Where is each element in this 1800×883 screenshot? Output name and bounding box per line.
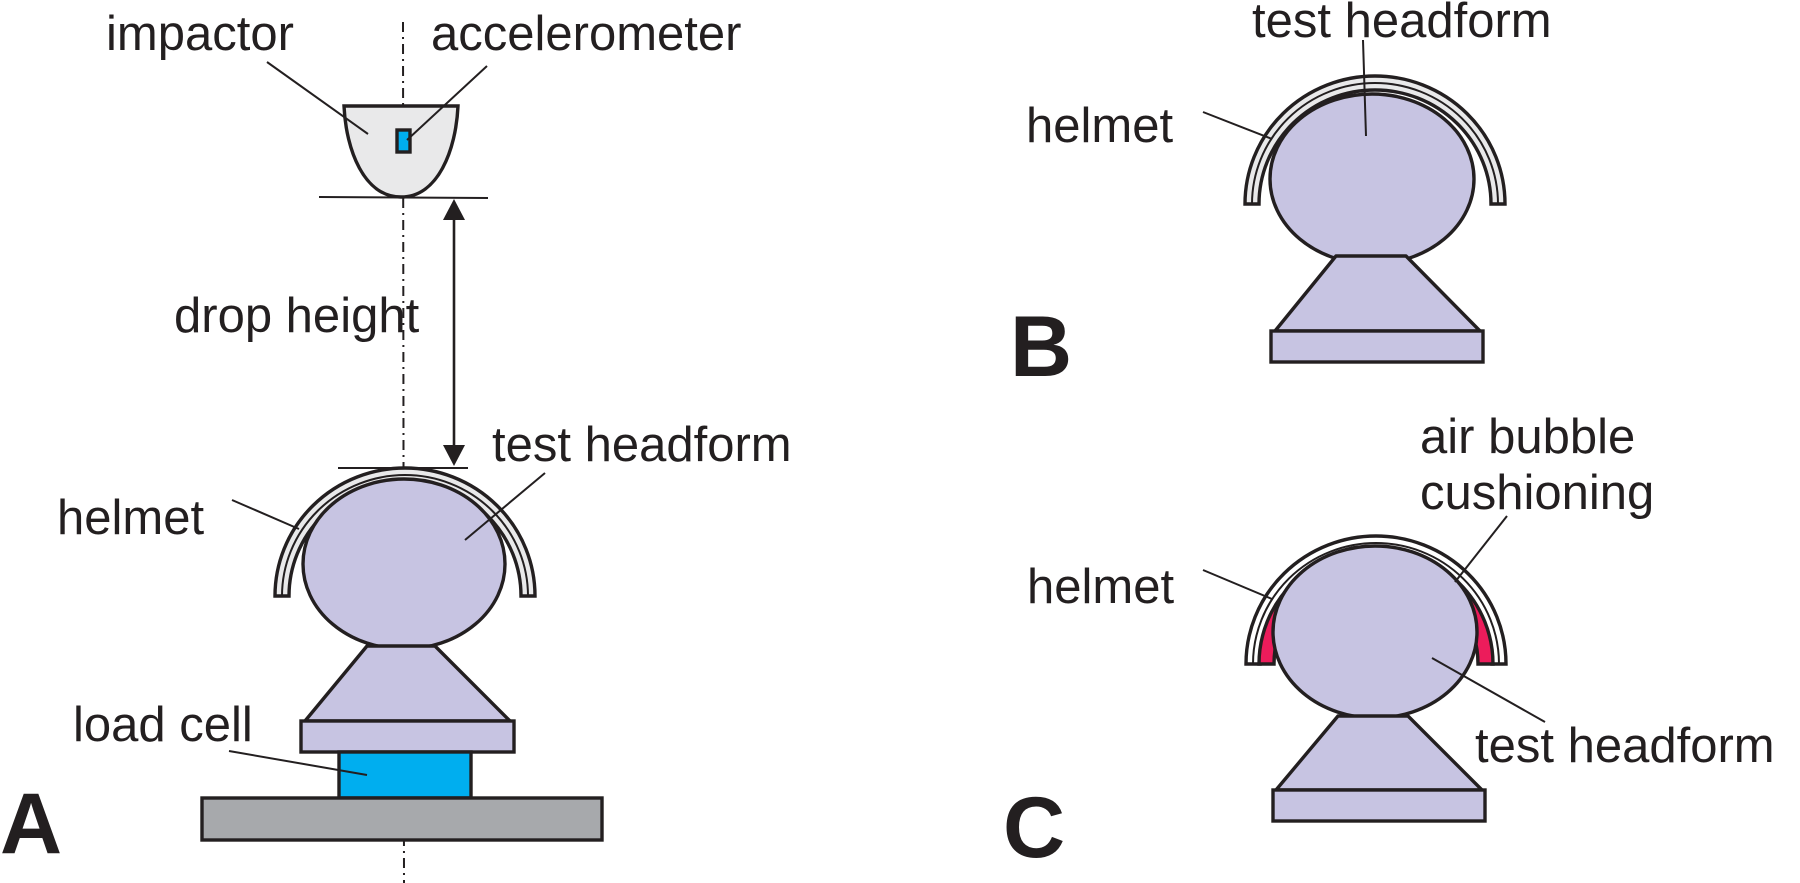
panel-b: test headform helmet B (1010, 0, 1552, 395)
panel-a: impactor accelerometer drop height test … (0, 7, 792, 883)
helmet-label-b: helmet (1026, 99, 1173, 153)
load-cell-label: load cell (73, 698, 253, 752)
impactor-bottom-line (318, 196, 489, 199)
headform-head (301, 477, 507, 651)
helmet-outer-line (281, 474, 529, 597)
panel-letter-b: B (1010, 299, 1072, 395)
test-headform-label-c: test headform (1475, 719, 1775, 773)
helmet-label-c: helmet (1027, 560, 1174, 614)
accelerometer-sensor (395, 128, 412, 154)
air-bubble-leader (1454, 515, 1508, 583)
helmet-leader-a (231, 499, 300, 530)
headform-base-b (1269, 329, 1485, 364)
test-headform-leader-c (1431, 657, 1546, 723)
air-bubble-label-line2: cushioning (1420, 466, 1654, 520)
ground-base (200, 796, 604, 842)
headform-base (299, 719, 516, 754)
headform-neck-c (1274, 714, 1484, 792)
drop-height-arrow-head-top (443, 199, 465, 220)
helmet-leader-b (1202, 111, 1273, 140)
accelerometer-leader (406, 65, 488, 141)
helmet-label-a: helmet (57, 491, 204, 545)
panel-letter-c: C (1003, 780, 1065, 876)
air-bubble-label-line1: air bubble (1420, 410, 1635, 464)
panel-letter-a: A (0, 776, 62, 872)
test-headform-leader-a (464, 472, 546, 541)
headform-head-c (1271, 544, 1479, 720)
impactor-leader (266, 61, 369, 135)
test-headform-leader-b (1362, 39, 1367, 137)
test-headform-label-a: test headform (492, 418, 792, 472)
load-cell-leader (228, 750, 368, 776)
helmet-leader-c (1202, 569, 1273, 600)
headform-neck (303, 644, 512, 723)
headform-base-c (1271, 788, 1487, 823)
helmet-outer-line-c (1252, 542, 1500, 665)
drop-height-arrow-head-bottom (443, 445, 465, 466)
helmet-outer-line-b (1251, 82, 1499, 205)
test-headform-label-b: test headform (1252, 0, 1552, 48)
drop-height-label: drop height (174, 289, 420, 343)
load-cell (337, 750, 473, 800)
headform-head-b (1268, 92, 1476, 266)
accelerometer-label: accelerometer (431, 7, 741, 61)
panel-c: air bubble cushioning helmet test headfo… (1003, 410, 1775, 876)
headform-neck-b (1273, 254, 1482, 333)
impactor-label: impactor (106, 7, 294, 61)
